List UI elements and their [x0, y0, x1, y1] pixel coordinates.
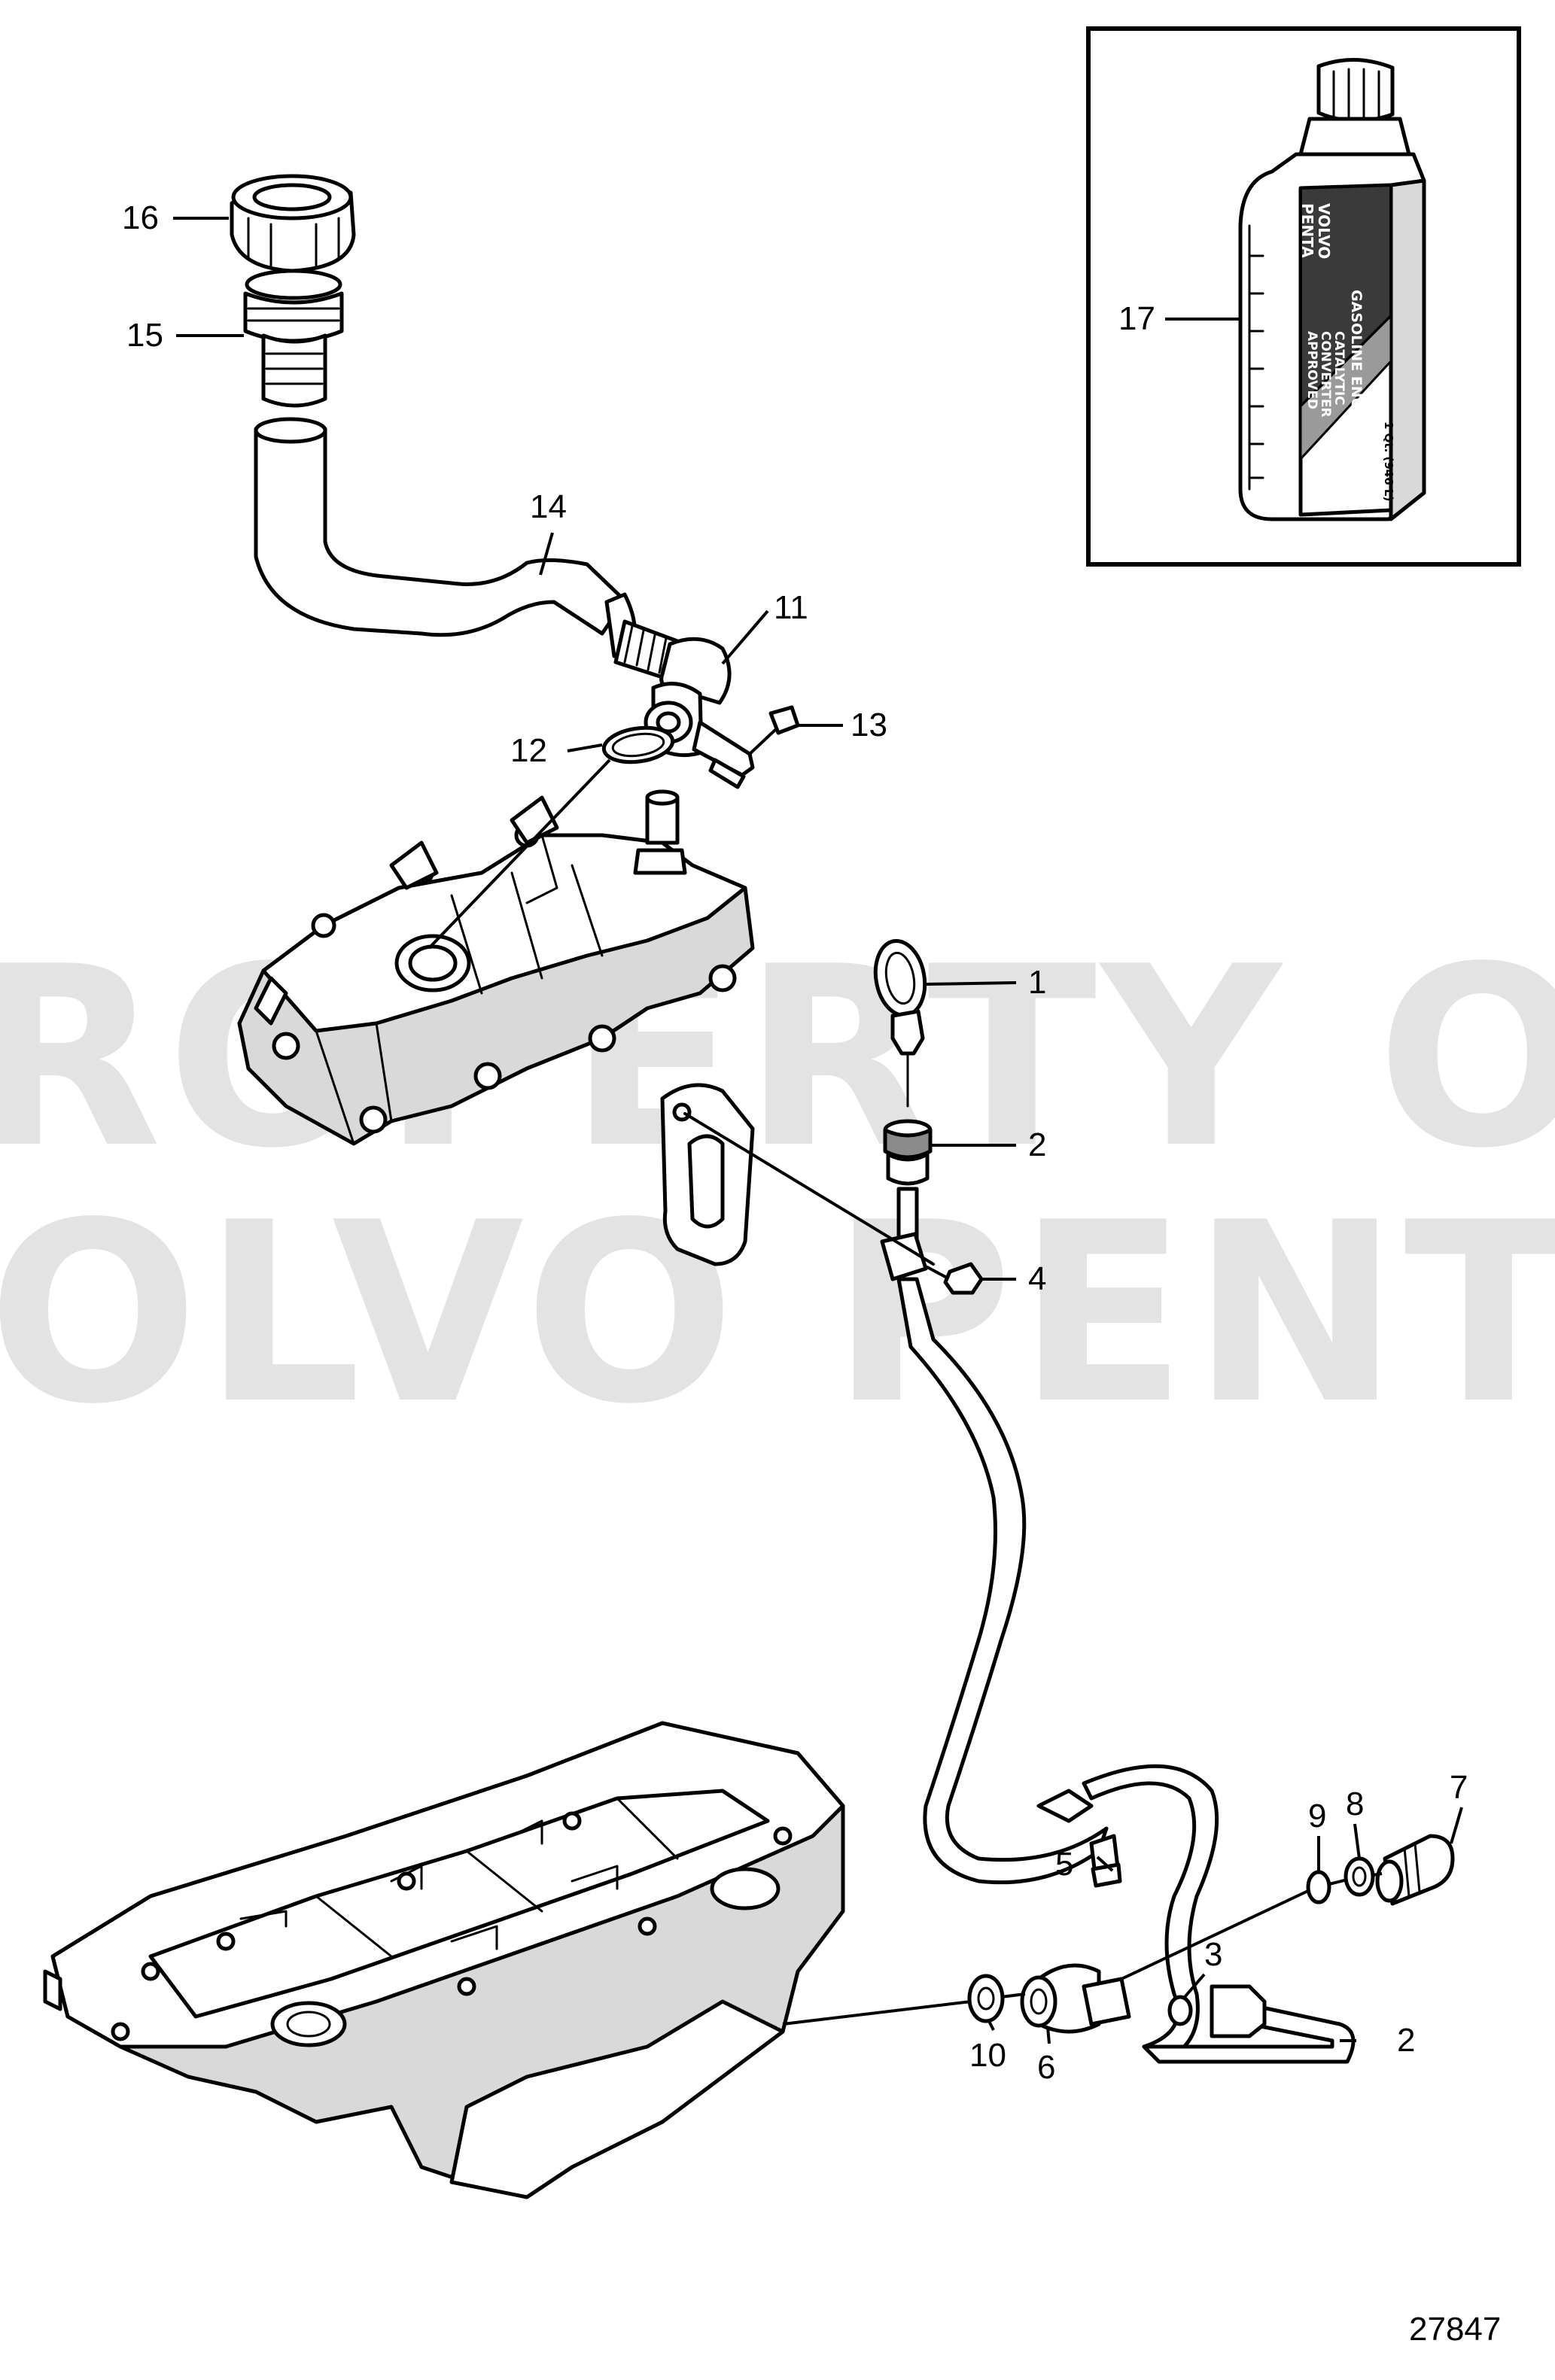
oil-tube-lower — [1142, 1984, 1356, 2064]
callout-leaders — [173, 217, 1463, 2044]
bottle-product-4: APPROVED — [1304, 331, 1319, 409]
bottle-product-3: CONVERTER — [1318, 331, 1333, 418]
callout-13: 13 — [851, 707, 887, 743]
assembly-lines — [428, 758, 1383, 2026]
callout-16: 16 — [122, 199, 159, 236]
callout-2-lower: 2 — [1397, 2022, 1415, 2059]
tube-bracket — [660, 1083, 984, 1295]
dipstick-seal — [883, 1119, 933, 1186]
callout-2-upper: 2 — [1028, 1126, 1046, 1163]
callout-5: 5 — [1055, 1846, 1073, 1883]
callout-8: 8 — [1346, 1786, 1364, 1822]
bottle-brand-2: PENTA — [1298, 203, 1316, 258]
callout-10: 10 — [969, 2037, 1006, 2074]
filler-cap — [230, 174, 356, 273]
oil-bottle-inset: VOLVO PENTA GASOLINE ENGINE OIL CATALYTI… — [1086, 26, 1521, 567]
bottle-product-2: CATALYTIC — [1331, 331, 1347, 406]
callout-17: 17 — [1118, 300, 1155, 337]
oil-bottle: VOLVO PENTA GASOLINE ENGINE OIL CATALYTI… — [1238, 57, 1426, 521]
callout-1: 1 — [1028, 964, 1046, 1001]
callout-numbers: 1 2 2 3 4 5 6 7 8 9 10 11 12 13 14 15 16… — [122, 199, 1468, 2086]
screw-13 — [748, 705, 800, 755]
callout-9: 9 — [1308, 1798, 1326, 1834]
drawing-number: 27847 — [1409, 2311, 1501, 2348]
lower-tube — [1036, 1764, 1219, 2064]
vent-hose — [254, 417, 627, 637]
adapter-fitting — [967, 1963, 1131, 2034]
bottle-brand-1: VOLVO — [1315, 203, 1333, 259]
valve-cover — [237, 789, 755, 1146]
filler-neck — [243, 269, 344, 408]
oil-pan — [43, 1721, 845, 2199]
callout-14: 14 — [530, 488, 567, 525]
watermark-line2: VOLVO PENTA — [0, 1169, 1555, 1458]
callout-3: 3 — [1204, 1936, 1222, 1973]
watermark-line1: PROPERTY OF — [0, 913, 1555, 1202]
dipstick — [873, 938, 927, 1108]
bottle-scale-marks — [1249, 254, 1264, 479]
callout-6: 6 — [1037, 2049, 1055, 2086]
callout-12: 12 — [510, 732, 547, 769]
callout-15: 15 — [126, 317, 163, 354]
bottle-product-1: GASOLINE ENGINE OIL — [1348, 290, 1365, 468]
callout-7: 7 — [1450, 1769, 1468, 1806]
o-ring — [601, 725, 675, 764]
bottle-volume: 1 Qt. (946 L) — [1382, 421, 1395, 501]
callout-11: 11 — [774, 589, 808, 626]
callout-4: 4 — [1028, 1260, 1046, 1297]
drain-plug-assembly — [1306, 1834, 1455, 1906]
watermark: PROPERTY OF VOLVO PENTA — [0, 913, 1555, 1458]
